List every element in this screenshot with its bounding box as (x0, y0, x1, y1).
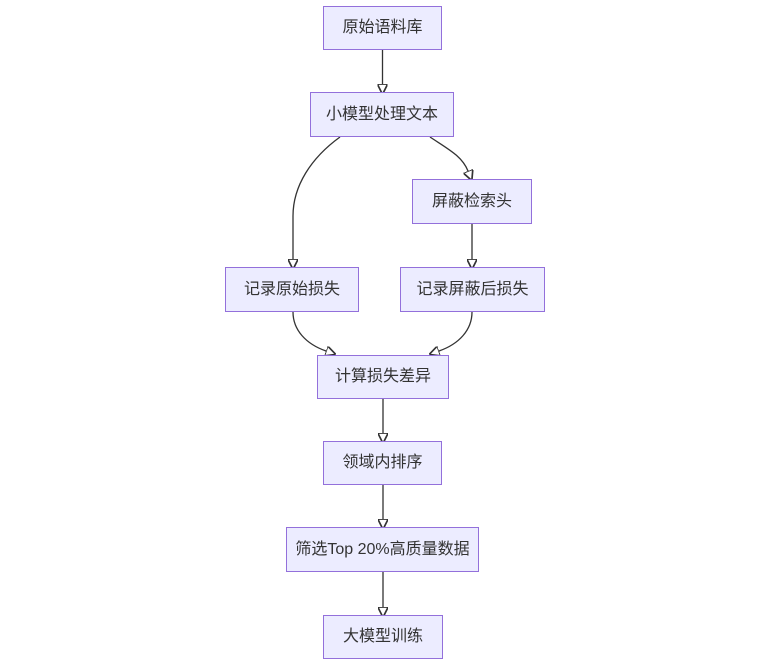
edge-originalloss-to-diff (292, 311, 326, 351)
node-record-original-loss: 记录原始损失 (225, 267, 359, 312)
node-large-model-training: 大模型训练 (323, 615, 443, 659)
node-compute-loss-diff: 计算损失差异 (317, 355, 449, 399)
edge-smallmodel-to-maskhead (429, 136, 468, 171)
node-record-masked-loss: 记录屏蔽后损失 (400, 267, 545, 312)
node-original-corpus: 原始语料库 (323, 6, 442, 50)
node-small-model-process: 小模型处理文本 (310, 92, 454, 137)
node-mask-retrieval-head: 屏蔽检索头 (412, 179, 532, 224)
edge-maskedloss-to-diff (439, 311, 473, 351)
node-domain-ranking: 领域内排序 (323, 441, 442, 485)
node-filter-top20-data: 筛选Top 20%高质量数据 (286, 527, 479, 572)
edge-smallmodel-to-originalloss (293, 136, 341, 259)
